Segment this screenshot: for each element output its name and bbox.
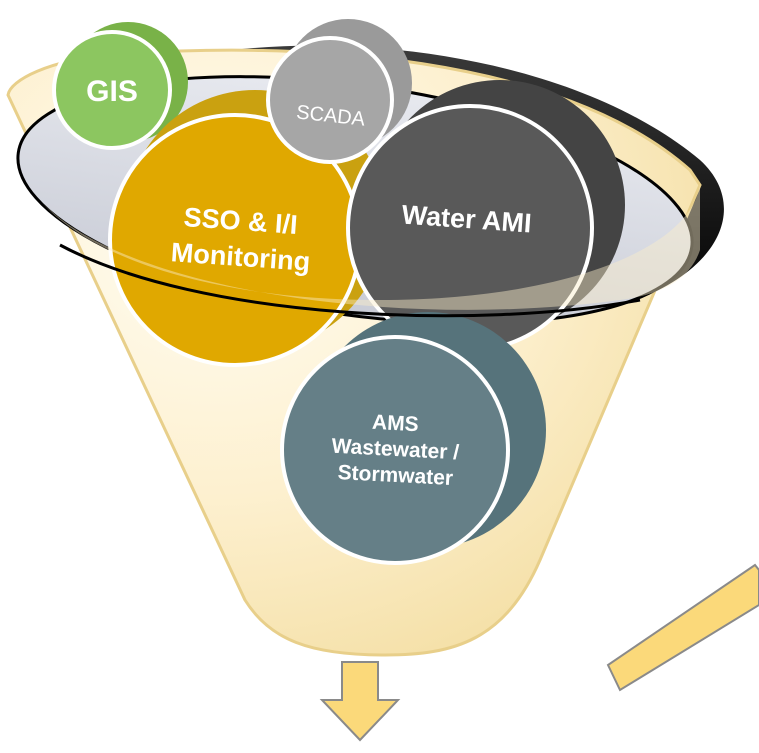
side-arrow-shaft (606, 563, 759, 692)
ams-label-line-1: AMS (371, 411, 419, 436)
funnel-rim-front (59, 243, 641, 318)
gis-circle: GIS (52, 22, 188, 150)
ams-circle: AMS Wastewater / Stormwater (280, 312, 546, 565)
input-circles: GIS SSO & I/I Monitoring SCADA Water AMI… (52, 19, 625, 565)
gis-label: GIS (86, 75, 138, 108)
funnel-front-lip (40, 185, 700, 310)
scada-circle: SCADA (266, 19, 412, 164)
down-arrow-icon (319, 661, 401, 742)
sso-circle: SSO & I/I Monitoring (108, 90, 385, 367)
water-ami-circle: Water AMI (346, 80, 625, 352)
